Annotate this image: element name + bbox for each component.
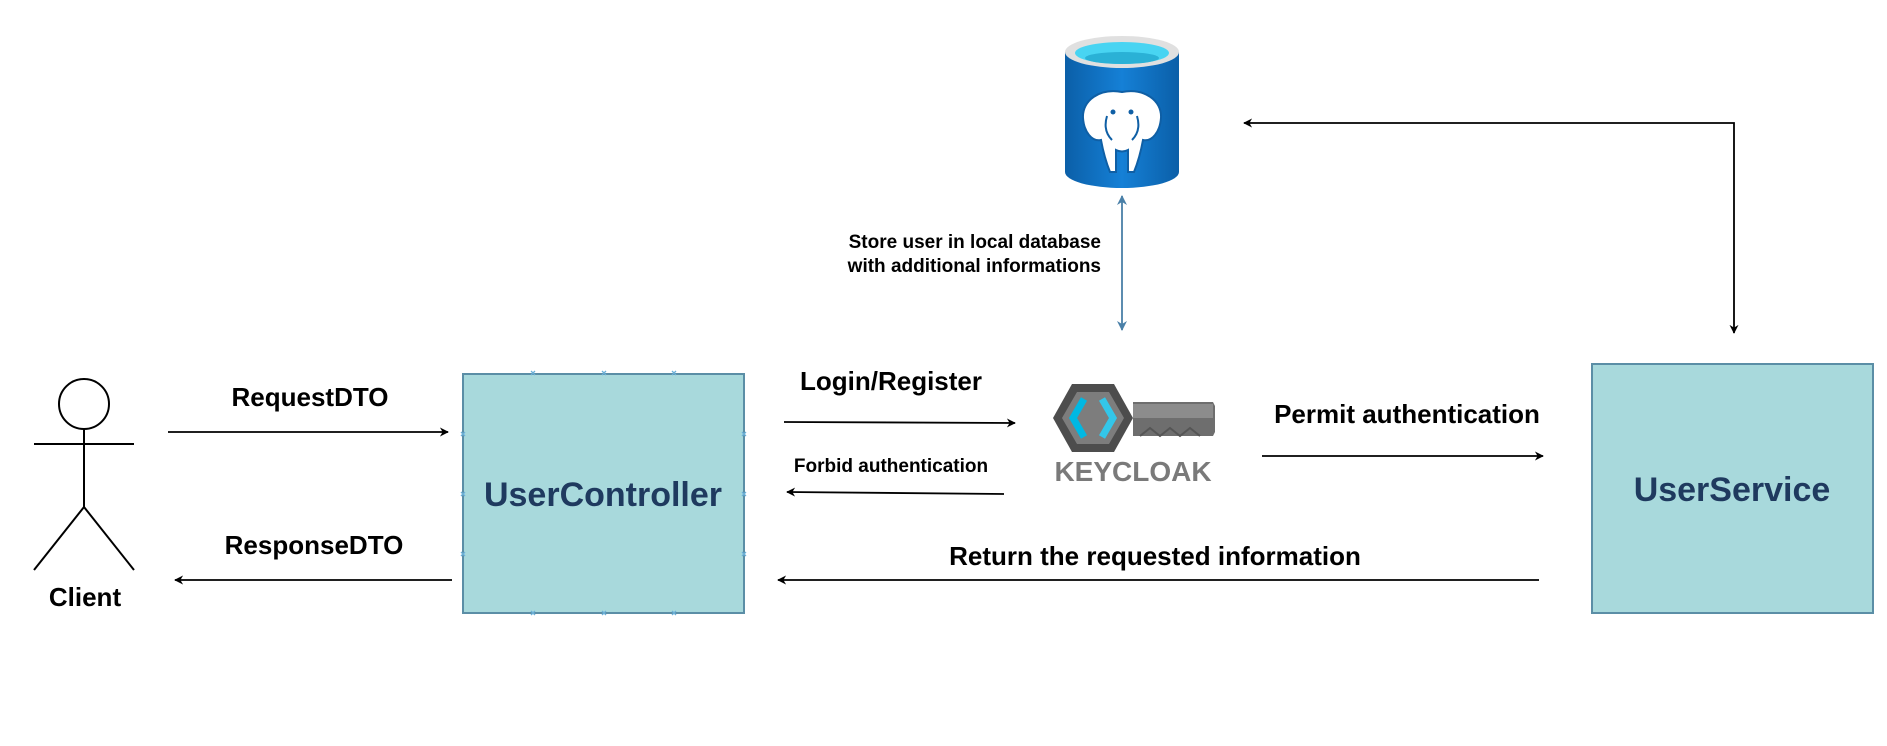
client-actor[interactable]: Client: [33, 378, 135, 612]
user-service-box: [1591, 363, 1874, 614]
login-register-label: Login/Register: [800, 366, 982, 396]
client-label: Client: [49, 582, 122, 612]
postgresql-database-node[interactable]: [1065, 36, 1179, 188]
return-info-label: Return the requested information: [949, 541, 1361, 571]
actor-right-leg: [83, 506, 135, 571]
user-controller-box: [462, 373, 745, 614]
user-controller-label: UserController: [484, 476, 722, 514]
forbid-authentication-label: Forbid authentication: [794, 456, 988, 477]
store-user-label-line2: with additional informations: [847, 256, 1101, 277]
user-controller-node[interactable]: UserController: [460, 370, 747, 616]
forbid-authentication-arrow: [786, 487, 1005, 497]
actor-left-leg: [33, 506, 85, 571]
permit-authentication-label: Permit authentication: [1274, 399, 1540, 429]
user-service-label: UserService: [1634, 471, 1831, 509]
user-service-node[interactable]: UserService: [1591, 363, 1874, 614]
actor-head: [58, 378, 110, 430]
keycloak-wordmark: KEYCLOAK: [1054, 456, 1211, 487]
login-register-arrow: [783, 418, 1016, 428]
store-user-label-line1: Store user in local database: [849, 232, 1101, 253]
keycloak-node[interactable]: KEYCLOAK: [1053, 384, 1215, 487]
elephant-icon: [1081, 90, 1163, 173]
postgresql-database-icon: [1065, 36, 1179, 188]
response-dto-label: ResponseDTO: [225, 530, 404, 560]
keycloak-key-icon: [1053, 384, 1215, 452]
service-database-arrow: [1243, 118, 1739, 334]
request-dto-label: RequestDTO: [232, 382, 389, 412]
connection-points: [460, 370, 747, 616]
